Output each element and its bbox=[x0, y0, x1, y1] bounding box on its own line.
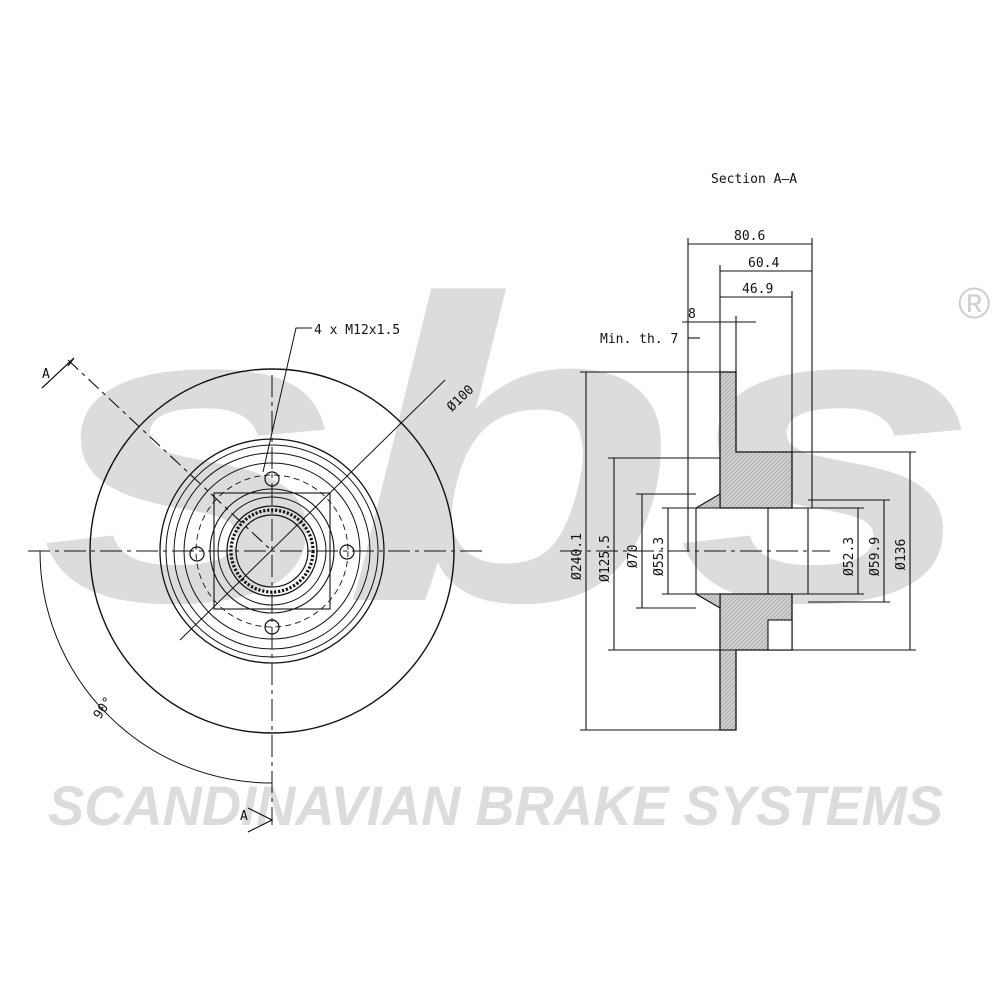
dim-125-5: Ø125.5 bbox=[598, 535, 613, 582]
hub-ring-2 bbox=[165, 444, 379, 658]
section-arrow-bottom bbox=[247, 807, 274, 833]
section-arrow-top bbox=[41, 357, 75, 389]
dim-70: Ø70 bbox=[626, 545, 641, 568]
dim-52-3: Ø52.3 bbox=[842, 537, 857, 576]
section-view bbox=[560, 238, 916, 731]
dim-55-3: Ø55.3 bbox=[652, 537, 667, 576]
bolt-hole-bottom bbox=[264, 619, 280, 635]
hub-ring-4 bbox=[183, 462, 361, 640]
dim-60-4: 60.4 bbox=[748, 256, 779, 271]
dim-240-1: Ø240.1 bbox=[570, 533, 585, 580]
angle-label: 90° bbox=[91, 694, 117, 722]
bolt-circle bbox=[195, 474, 349, 628]
dim-136: Ø136 bbox=[894, 539, 909, 570]
section-mark-top: A bbox=[42, 367, 50, 382]
section-bolt-hole bbox=[767, 619, 793, 651]
dim-46-9: 46.9 bbox=[742, 282, 773, 297]
spline-outer bbox=[226, 505, 318, 597]
pcd-leader bbox=[179, 379, 446, 641]
bolt-hole-right bbox=[339, 544, 355, 560]
disc-outer-rim bbox=[89, 368, 455, 734]
section-mark-bottom: A bbox=[240, 809, 248, 824]
registered-mark: ® bbox=[958, 279, 990, 328]
bolt-callout-label: 4 x M12x1.5 bbox=[314, 323, 400, 338]
hub-ring-3 bbox=[173, 452, 371, 650]
spline-teeth bbox=[229, 508, 315, 594]
hub-flange bbox=[213, 492, 331, 610]
bolt-hole-top bbox=[264, 471, 280, 487]
dim-80-6: 80.6 bbox=[734, 229, 765, 244]
hub-ring-6 bbox=[217, 496, 327, 606]
angle-arc bbox=[39, 550, 273, 784]
bore-inner bbox=[235, 514, 309, 588]
bolt-hole-left bbox=[189, 546, 205, 562]
section-line bbox=[67, 359, 273, 552]
section-title: Section A–A bbox=[711, 172, 797, 187]
dim-8: 8 bbox=[688, 307, 696, 322]
min-thickness-label: Min. th. 7 bbox=[600, 332, 678, 347]
dim-59-9: Ø59.9 bbox=[868, 537, 883, 576]
brand-tagline: SCANDINAVIAN BRAKE SYSTEMS bbox=[48, 774, 943, 837]
front-view bbox=[28, 327, 485, 833]
hub-ring-5 bbox=[209, 488, 335, 614]
bolt-callout-leader bbox=[262, 327, 312, 473]
hub-ring-1 bbox=[159, 438, 385, 664]
